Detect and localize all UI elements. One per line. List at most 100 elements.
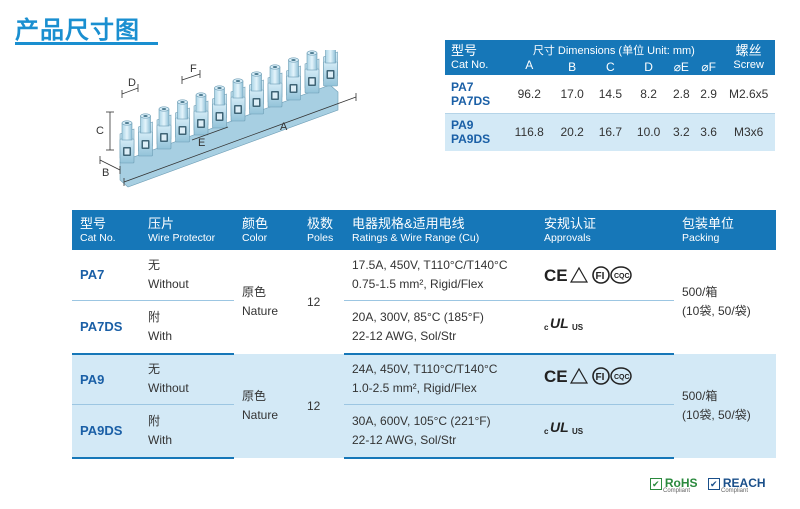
approval-marks: CE FI CQC: [544, 265, 674, 285]
terminal-pole: [138, 113, 153, 157]
spec-packing: 500/箱 (10袋, 50/袋): [674, 250, 776, 354]
dim-value-e: 3.2: [667, 113, 695, 151]
spec-packing: 500/箱(10袋, 50/袋): [674, 354, 776, 458]
dimension-label-e: E: [198, 137, 205, 149]
packing-line-1: 500/箱: [682, 389, 718, 403]
rating-line-2: 1.0-2.5 mm², Rigid/Flex: [352, 381, 477, 396]
dim-value-f: 2.9: [694, 75, 723, 114]
dim-header-screw-zh: 螺丝: [735, 42, 762, 58]
color-zh: 原色: [242, 389, 267, 403]
header-en: Approvals: [544, 232, 591, 244]
dim-value-screw: M3x6: [722, 113, 775, 151]
title-underline: [15, 42, 158, 45]
spec-cat: PA7: [72, 250, 140, 301]
dimensions-table: 型号 Cat No. 尺寸 Dimensions (单位 Unit: mm) 螺…: [445, 40, 775, 151]
dimension-label-f: F: [190, 63, 197, 75]
ul-recognized-mark: c UL US: [544, 419, 584, 436]
header-zh: 型号: [80, 216, 107, 231]
protector-zh: 无: [148, 362, 161, 377]
ul-c-text: c: [544, 427, 549, 436]
dim-header-cat-en: Cat No.: [451, 58, 489, 71]
rating-line-1: 30A, 600V, 105°C (221°F): [352, 413, 491, 428]
header-en: Cat No.: [80, 232, 116, 244]
spec-approvals: c UL US: [536, 404, 674, 459]
dim-col-b: B: [553, 58, 592, 75]
protector-en: Without: [148, 276, 189, 291]
terminal-pole: [249, 71, 264, 115]
color-zh: 原色: [242, 285, 267, 299]
protector-en: With: [148, 328, 172, 343]
header-en: Ratings & Wire Range (Cu): [352, 232, 480, 244]
spec-ratings: 20A, 300V, 85°C (185°F)22-12 AWG, Sol/St…: [344, 300, 536, 355]
terminal-pole: [175, 99, 190, 143]
dim-header-screw: 螺丝 Screw: [722, 40, 775, 75]
protector-en: Without: [148, 381, 189, 396]
dim-header-cat: 型号 Cat No.: [445, 40, 506, 75]
spec-approvals: c UL US: [536, 300, 674, 355]
fi-mark-icon: [592, 367, 610, 386]
spec-ratings: 30A, 600V, 105°C (221°F) 22-12 AWG, Sol/S…: [344, 404, 536, 459]
dim-cat-1: PA7: [451, 79, 474, 94]
dim-col-c: C: [591, 58, 630, 75]
dim-value-d: 10.0: [629, 113, 668, 151]
spec-cat: PA9DS: [72, 404, 140, 459]
dim-value-c: 14.5: [591, 75, 630, 114]
dimension-label-a: A: [280, 121, 288, 133]
spec-poles: 12: [299, 250, 344, 354]
terminal-pole: [286, 57, 301, 101]
spec-ratings: 24A, 450V, T110°C/T140°C 1.0-2.5 mm², Rig…: [344, 354, 536, 405]
terminal-pole: [304, 50, 320, 94]
rating-line-2: 22-12 AWG, Sol/Str: [352, 328, 457, 343]
triangle-mark-icon: [569, 368, 589, 384]
rating-line-1: 24A, 450V, T110°C/T140°C: [352, 362, 498, 377]
reach-text: REACH: [722, 476, 766, 490]
approval-logos: CE FI CQC: [544, 367, 632, 386]
terminal-pole: [267, 64, 283, 108]
cqc-mark-icon: [610, 367, 632, 385]
dimension-label-c: C: [96, 125, 104, 137]
cqc-mark-icon: [610, 266, 632, 284]
dim-cat-1: PA9: [451, 118, 474, 133]
color-en: Nature: [242, 408, 279, 422]
spec-approvals: CE FI CQC: [536, 250, 674, 301]
dim-col-e: ⌀E: [667, 58, 695, 75]
header-zh: 包装单位: [682, 216, 735, 231]
rohs-compliant-text: Compliant: [663, 488, 691, 494]
terminal-strip-body: [119, 50, 339, 188]
header-zh: 电器规格&适用电线: [352, 216, 465, 231]
header-zh: 压片: [148, 216, 175, 231]
packing-line-1: 500/箱: [682, 285, 718, 299]
triangle-mark-icon: [569, 266, 589, 283]
terminal-pole: [323, 50, 338, 87]
dimension-label-d: D: [128, 77, 136, 89]
spec-cat: PA9: [72, 354, 140, 405]
terminal-pole: [193, 92, 209, 136]
fi-mark-text: FI: [596, 372, 605, 383]
packing-line-2: (10袋, 50/袋): [682, 304, 751, 318]
ul-mark-text: UL: [550, 315, 569, 331]
check-icon: ✔: [708, 478, 720, 490]
rohs-text: RoHS: [664, 476, 698, 490]
terminal-pole: [230, 78, 246, 122]
page-title: 产品尺寸图: [15, 16, 140, 44]
header-zh: 极数: [307, 216, 334, 231]
dim-value-screw: M2.6x5: [722, 75, 775, 114]
dim-header-screw-en: Screw: [733, 58, 764, 71]
rating-line-2: 22-12 AWG, Sol/Str: [352, 432, 457, 447]
dim-value-b: 20.2: [553, 113, 592, 151]
rating-line-2: 0.75-1.5 mm², Rigid/Flex: [352, 276, 484, 291]
cqc-mark-text: CQC: [614, 273, 630, 280]
spec-cat: PA7DS: [72, 300, 140, 355]
protector-en: With: [148, 432, 172, 447]
